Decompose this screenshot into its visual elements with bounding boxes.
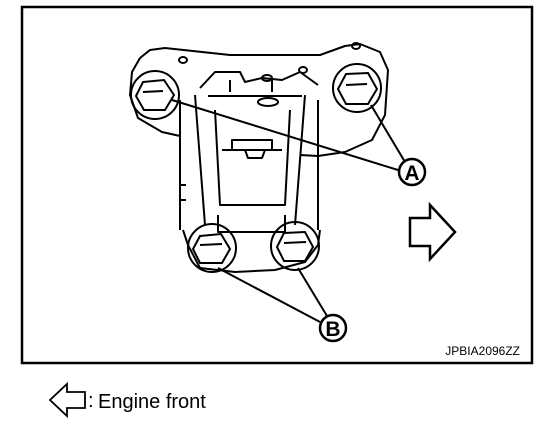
engine-front-arrow-icon: [408, 201, 457, 263]
bolt-b-left: [187, 223, 237, 273]
svg-text:A: A: [404, 162, 419, 185]
leader-lines: [171, 99, 406, 323]
legend-separator: :: [88, 390, 94, 412]
figure-code: JPBIA2096ZZ: [445, 344, 520, 358]
bolt-a-right: [332, 63, 382, 113]
callout-b: B: [318, 313, 348, 343]
legend: : Engine front: [48, 381, 206, 419]
bolt-b-right: [270, 221, 320, 271]
legend-arrow-icon: [48, 381, 86, 419]
svg-text:B: B: [325, 318, 340, 341]
callout-a: A: [397, 157, 427, 187]
bolt-a-left: [130, 70, 180, 120]
figure-frame: [20, 5, 534, 365]
mount-bracket: [129, 42, 389, 273]
legend-text: Engine front: [98, 391, 206, 413]
